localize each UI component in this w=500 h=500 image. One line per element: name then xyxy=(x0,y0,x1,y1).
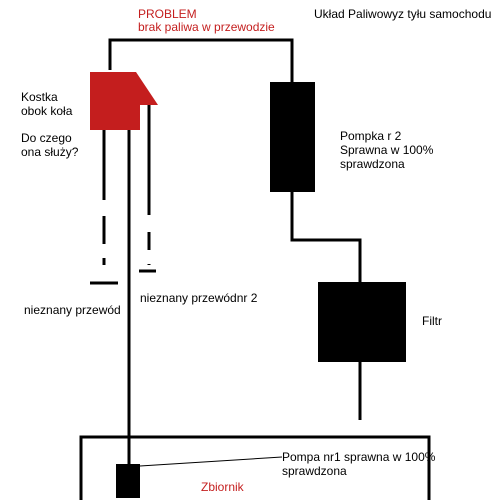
cube-part xyxy=(90,72,158,130)
diagram-title: Układ Paliwowyz tyłu samochodu xyxy=(314,7,492,21)
pump-1-body xyxy=(116,464,140,498)
cube-question-line1: Do czego xyxy=(21,131,72,145)
cube-question-line2: ona służy? xyxy=(21,145,79,159)
problem-detail: brak paliwa w przewodzie xyxy=(138,20,275,34)
pump-1-pointer xyxy=(139,456,283,467)
tank-label: Zbiornik xyxy=(201,480,244,494)
fuel-line-pump2-to-filter xyxy=(290,192,362,282)
filter-body xyxy=(318,282,406,362)
pump-1-label-line2: sprawdzona xyxy=(282,464,347,478)
unknown-wire-2-label: nieznany przewódnr 2 xyxy=(140,291,258,305)
tank-outline xyxy=(79,435,431,500)
unknown-wire-1-label: nieznany przewód xyxy=(24,303,121,317)
problem-heading: PROBLEM xyxy=(138,7,197,21)
cube-label-line1: Kostka xyxy=(21,90,58,104)
pump-2-label-line1: Pompka r 2 xyxy=(340,129,402,143)
fuel-line-to-cube xyxy=(108,38,294,82)
cube-label-line2: obok koła xyxy=(21,104,73,118)
pump-2-label-line2: Sprawna w 100% xyxy=(340,143,434,157)
filter-label: Filtr xyxy=(422,314,442,328)
pump-1-label-line1: Pompa nr1 sprawna w 100% xyxy=(282,450,436,464)
pump-2-body xyxy=(270,82,315,192)
pump-2-label-line3: sprawdzona xyxy=(340,157,405,171)
